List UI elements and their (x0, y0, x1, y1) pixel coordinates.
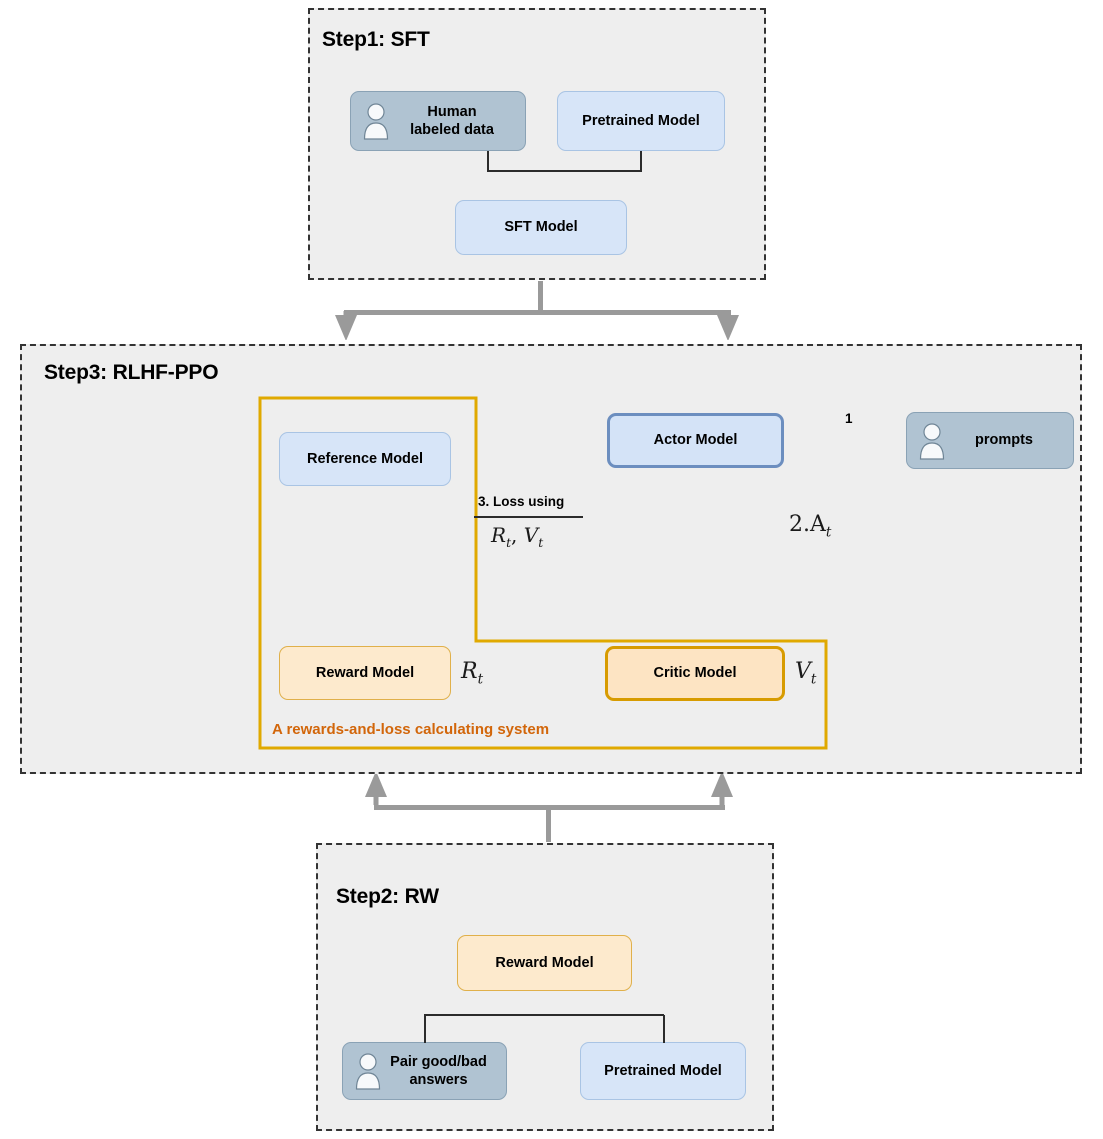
edge-label-advantage: 2.At (789, 512, 832, 541)
gray-line-sft-stem (538, 281, 543, 313)
node-pair-answers[interactable]: Pair good/bad answers (342, 1042, 507, 1100)
node-label: Reward Model (315, 664, 415, 681)
node-pretrained-model-step1[interactable]: Pretrained Model (557, 91, 725, 151)
node-critic-model[interactable]: Critic Model (605, 646, 785, 701)
line-pretrained-down (640, 151, 642, 171)
person-icon (917, 422, 947, 460)
line-step1-merge-horizontal (487, 170, 642, 172)
person-icon (361, 102, 391, 140)
line-pretrained-step2-up (663, 1015, 665, 1043)
node-label: Actor Model (653, 432, 738, 449)
line-human-data-down (487, 151, 489, 171)
line-loss-underline (474, 516, 583, 518)
node-label: Critic Model (653, 665, 737, 682)
edge-label-1: 1 (845, 411, 853, 426)
node-label: prompts (975, 432, 1033, 449)
node-sft-model[interactable]: SFT Model (455, 200, 627, 255)
step1-title: Step1: SFT (322, 28, 430, 51)
value-symbol-vt: Vt (795, 659, 817, 688)
node-label: SFT Model (504, 219, 578, 236)
node-label: Reference Model (306, 450, 424, 467)
edge-label-loss-using: 3. Loss using (478, 494, 565, 509)
node-label: Human labeled data (410, 103, 494, 138)
line-step2-merge-horizontal (424, 1014, 664, 1016)
node-prompts[interactable]: prompts (906, 412, 1074, 469)
gray-line-sft-spread (344, 310, 731, 315)
node-label: Pretrained Model (582, 112, 700, 129)
gray-line-rw-spread (374, 805, 725, 810)
reward-symbol-rt: Rt (461, 659, 484, 688)
node-label: Reward Model (495, 954, 594, 971)
node-actor-model[interactable]: Actor Model (607, 413, 784, 468)
person-icon (353, 1052, 383, 1090)
node-reference-model[interactable]: Reference Model (279, 432, 451, 486)
step3-container (20, 344, 1082, 774)
node-pretrained-model-step2[interactable]: Pretrained Model (580, 1042, 746, 1100)
edge-label-loss-terms: Rt, Vt (491, 523, 544, 550)
node-reward-model-step3[interactable]: Reward Model (279, 646, 451, 700)
node-label: Pair good/bad answers (390, 1053, 487, 1088)
rewards-loss-system-caption: A rewards-and-loss calculating system (272, 721, 550, 738)
node-label: Pretrained Model (604, 1062, 722, 1079)
step3-title: Step3: RLHF-PPO (44, 361, 219, 384)
line-pair-answers-up (424, 1015, 426, 1043)
step2-title: Step2: RW (336, 885, 439, 908)
node-reward-model-step2[interactable]: Reward Model (457, 935, 632, 991)
node-human-labeled-data[interactable]: Human labeled data (350, 91, 526, 151)
gray-line-rw-stem (546, 806, 551, 842)
